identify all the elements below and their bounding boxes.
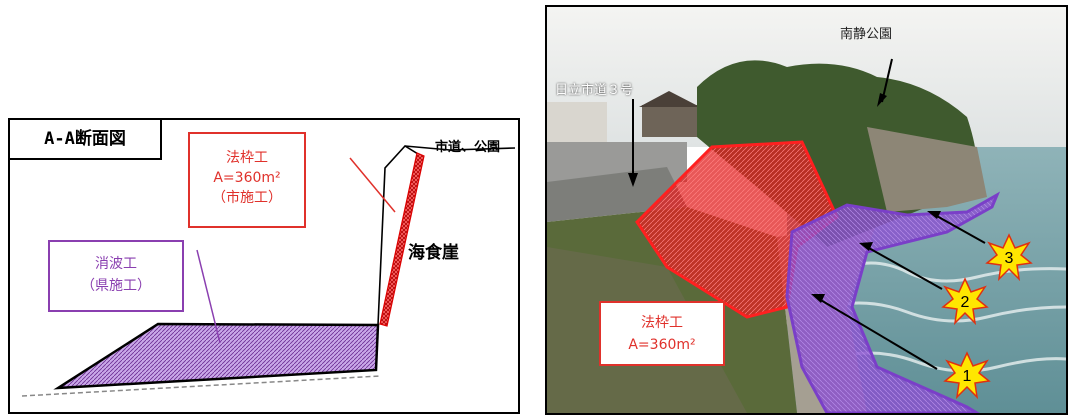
cliff-outline — [377, 144, 419, 326]
annotated-photo: 3 2 1 南静公園 日立市道３号 法枠工 A=360m² — [545, 5, 1068, 415]
frame-work-owner: （市施工） — [212, 190, 282, 206]
frame-work-area: A=360m² — [213, 170, 281, 186]
road-park-label: 市道、公園 — [435, 140, 501, 155]
section-title: A-A断面図 — [10, 120, 162, 160]
city-road-label: 日立市道３号 — [555, 83, 634, 98]
marker-2: 2 — [941, 277, 989, 326]
marker-1: 1 — [943, 351, 991, 400]
wave-work-owner: （県施工） — [81, 278, 151, 294]
frame-work-name: 法枠工 — [226, 150, 268, 166]
wave-leader — [196, 249, 221, 344]
frame-work-label-box: 法枠工 A=360m² （市施工） — [188, 132, 306, 228]
arrowheads — [628, 93, 941, 303]
arrows — [632, 58, 986, 370]
marker-3-number: 3 — [1005, 250, 1014, 267]
ground-line — [21, 375, 381, 397]
park-label: 南静公園 — [840, 27, 893, 42]
house-2-roof — [639, 91, 700, 107]
road-line — [404, 145, 516, 151]
cliff-label: 海食崖 — [408, 243, 459, 263]
photo-frame-work-area: A=360m² — [628, 337, 696, 353]
cliff-rock — [867, 127, 987, 212]
marker-2-number: 2 — [961, 294, 970, 311]
cross-section-drawing — [21, 144, 516, 397]
cross-section-diagram: A-A断面図 法枠工 A=360m² （市施工） 消波工 （県施工） 海食崖 市… — [8, 118, 520, 414]
frame-work-strip — [379, 152, 425, 327]
house-2 — [642, 105, 697, 137]
marker-1-number: 1 — [963, 368, 972, 385]
frame-leader — [349, 157, 396, 213]
wave-work-label-box: 消波工 （県施工） — [48, 240, 184, 312]
marker-3: 3 — [985, 233, 1033, 282]
house-1 — [547, 102, 607, 142]
photo-frame-work-name: 法枠工 — [641, 315, 683, 331]
wave-work-name: 消波工 — [95, 256, 137, 272]
photo-illustration: 3 2 1 — [547, 7, 1066, 413]
photo-frame-work-box: 法枠工 A=360m² — [599, 301, 725, 366]
